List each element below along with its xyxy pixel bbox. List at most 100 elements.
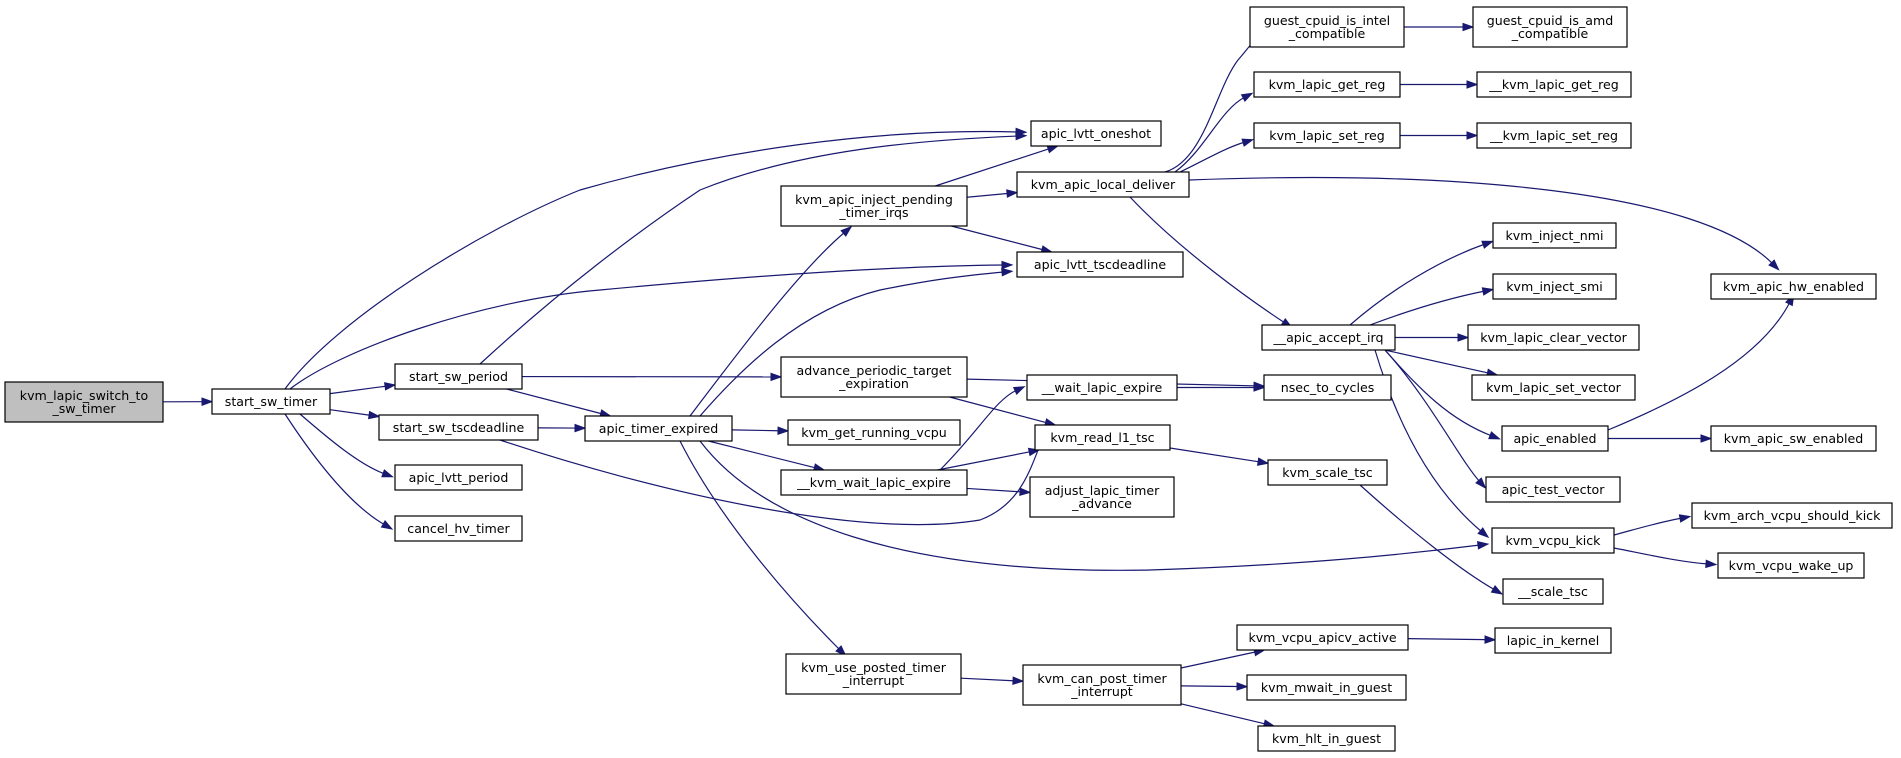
node-box[interactable] — [1491, 527, 1615, 554]
node-box[interactable] — [780, 469, 968, 496]
function-node[interactable]: kvm_apic_inject_pending_timer_irqs — [780, 185, 968, 227]
node-box[interactable] — [1261, 324, 1396, 351]
function-node[interactable]: start_sw_period — [394, 363, 523, 390]
edge-line — [1613, 517, 1683, 536]
node-box[interactable] — [780, 356, 968, 398]
node-box[interactable] — [584, 415, 733, 442]
edge-arrowhead — [1253, 383, 1266, 392]
function-node[interactable]: __scale_tsc — [1502, 578, 1604, 605]
node-box[interactable] — [1691, 502, 1893, 529]
function-node[interactable]: guest_cpuid_is_intel_compatible — [1249, 6, 1405, 48]
call-edge — [1180, 703, 1276, 728]
node-box[interactable] — [1485, 476, 1621, 503]
node-box[interactable] — [1717, 552, 1865, 579]
function-node[interactable]: kvm_can_post_timer_interrupt — [1022, 664, 1182, 706]
function-node[interactable]: kvm_inject_nmi — [1492, 222, 1617, 249]
function-node[interactable]: kvm_lapic_switch_to_sw_timer — [4, 381, 164, 423]
call-edge — [329, 382, 397, 395]
function-node[interactable]: kvm_scale_tsc — [1267, 459, 1388, 486]
root-node-box[interactable] — [4, 381, 164, 423]
node-box[interactable] — [785, 653, 962, 695]
function-node[interactable]: kvm_hlt_in_guest — [1257, 725, 1396, 752]
function-node[interactable]: apic_test_vector — [1485, 476, 1621, 503]
function-node[interactable]: kvm_lapic_clear_vector — [1467, 324, 1640, 351]
node-box[interactable] — [1034, 424, 1171, 451]
node-box[interactable] — [1016, 171, 1190, 198]
node-box[interactable] — [1236, 624, 1409, 651]
call-edge — [1180, 647, 1266, 669]
node-label: _sw_timer — [51, 401, 116, 416]
function-node[interactable]: kvm_arch_vcpu_should_kick — [1691, 502, 1893, 529]
function-node[interactable]: kvm_inject_smi — [1492, 273, 1617, 300]
node-box[interactable] — [1467, 324, 1640, 351]
node-box[interactable] — [1253, 71, 1401, 98]
node-box[interactable] — [780, 185, 968, 227]
function-node[interactable]: kvm_vcpu_apicv_active — [1236, 624, 1409, 651]
node-box[interactable] — [1492, 222, 1617, 249]
node-box[interactable] — [1471, 374, 1636, 401]
node-box[interactable] — [1476, 71, 1632, 98]
node-label: start_sw_period — [409, 369, 508, 384]
node-box[interactable] — [394, 515, 523, 542]
node-box[interactable] — [1022, 664, 1182, 706]
function-node[interactable]: kvm_apic_hw_enabled — [1710, 273, 1877, 300]
node-box[interactable] — [1257, 725, 1396, 752]
node-box[interactable] — [1492, 273, 1617, 300]
function-node[interactable]: advance_periodic_target_expiration — [780, 356, 968, 398]
node-box[interactable] — [1476, 122, 1632, 149]
function-node[interactable]: start_sw_tscdeadline — [378, 414, 539, 441]
node-label: __apic_accept_irq — [1272, 330, 1383, 345]
function-node[interactable]: kvm_get_running_vcpu — [787, 419, 961, 446]
node-box[interactable] — [1501, 425, 1609, 452]
node-box[interactable] — [1472, 6, 1628, 48]
function-node[interactable]: kvm_lapic_set_reg — [1253, 122, 1401, 149]
function-node[interactable]: kvm_mwait_in_guest — [1246, 674, 1407, 701]
function-node[interactable]: nsec_to_cycles — [1263, 374, 1392, 401]
function-node[interactable]: __apic_accept_irq — [1261, 324, 1396, 351]
function-node[interactable]: kvm_vcpu_wake_up — [1717, 552, 1865, 579]
function-node[interactable]: kvm_read_l1_tsc — [1034, 424, 1171, 451]
node-box[interactable] — [1030, 120, 1162, 147]
function-node[interactable]: adjust_lapic_timer_advance — [1029, 476, 1175, 518]
function-node[interactable]: kvm_apic_local_deliver — [1016, 171, 1190, 198]
node-box[interactable] — [1267, 459, 1388, 486]
node-box[interactable] — [1026, 374, 1178, 401]
edge-arrowhead — [1001, 267, 1014, 277]
node-box[interactable] — [1710, 273, 1877, 300]
function-node[interactable]: apic_lvtt_tscdeadline — [1016, 251, 1184, 278]
node-box[interactable] — [378, 414, 539, 441]
node-box[interactable] — [394, 363, 523, 390]
function-node[interactable]: guest_cpuid_is_amd_compatible — [1472, 6, 1628, 48]
function-node[interactable]: lapic_in_kernel — [1494, 627, 1612, 654]
function-node[interactable]: apic_timer_expired — [584, 415, 733, 442]
function-node[interactable]: kvm_apic_sw_enabled — [1710, 425, 1877, 452]
function-node[interactable]: kvm_vcpu_kick — [1491, 527, 1615, 554]
node-box[interactable] — [1494, 627, 1612, 654]
function-node[interactable]: __kvm_wait_lapic_expire — [780, 469, 968, 496]
function-node[interactable]: start_sw_timer — [211, 388, 331, 415]
function-node[interactable]: kvm_lapic_set_vector — [1471, 374, 1636, 401]
call-edge — [299, 413, 394, 478]
node-box[interactable] — [1029, 476, 1175, 518]
node-box[interactable] — [787, 419, 961, 446]
function-node[interactable]: apic_enabled — [1501, 425, 1609, 452]
function-node[interactable]: __kvm_lapic_set_reg — [1476, 122, 1632, 149]
node-box[interactable] — [211, 388, 331, 415]
function-node[interactable]: __wait_lapic_expire — [1026, 374, 1178, 401]
function-node[interactable]: __kvm_lapic_get_reg — [1476, 71, 1632, 98]
edge-line — [499, 439, 1041, 526]
function-node[interactable]: apic_lvtt_oneshot — [1030, 120, 1162, 147]
function-node[interactable]: kvm_use_posted_timer_interrupt — [785, 653, 962, 695]
node-box[interactable] — [1263, 374, 1392, 401]
edge-arrowhead — [381, 469, 394, 478]
node-box[interactable] — [394, 464, 523, 491]
node-box[interactable] — [1249, 6, 1405, 48]
function-node[interactable]: kvm_lapic_get_reg — [1253, 71, 1401, 98]
node-box[interactable] — [1710, 425, 1877, 452]
node-box[interactable] — [1253, 122, 1401, 149]
node-box[interactable] — [1502, 578, 1604, 605]
function-node[interactable]: apic_lvtt_period — [394, 464, 523, 491]
node-box[interactable] — [1246, 674, 1407, 701]
node-box[interactable] — [1016, 251, 1184, 278]
function-node[interactable]: cancel_hv_timer — [394, 515, 523, 542]
